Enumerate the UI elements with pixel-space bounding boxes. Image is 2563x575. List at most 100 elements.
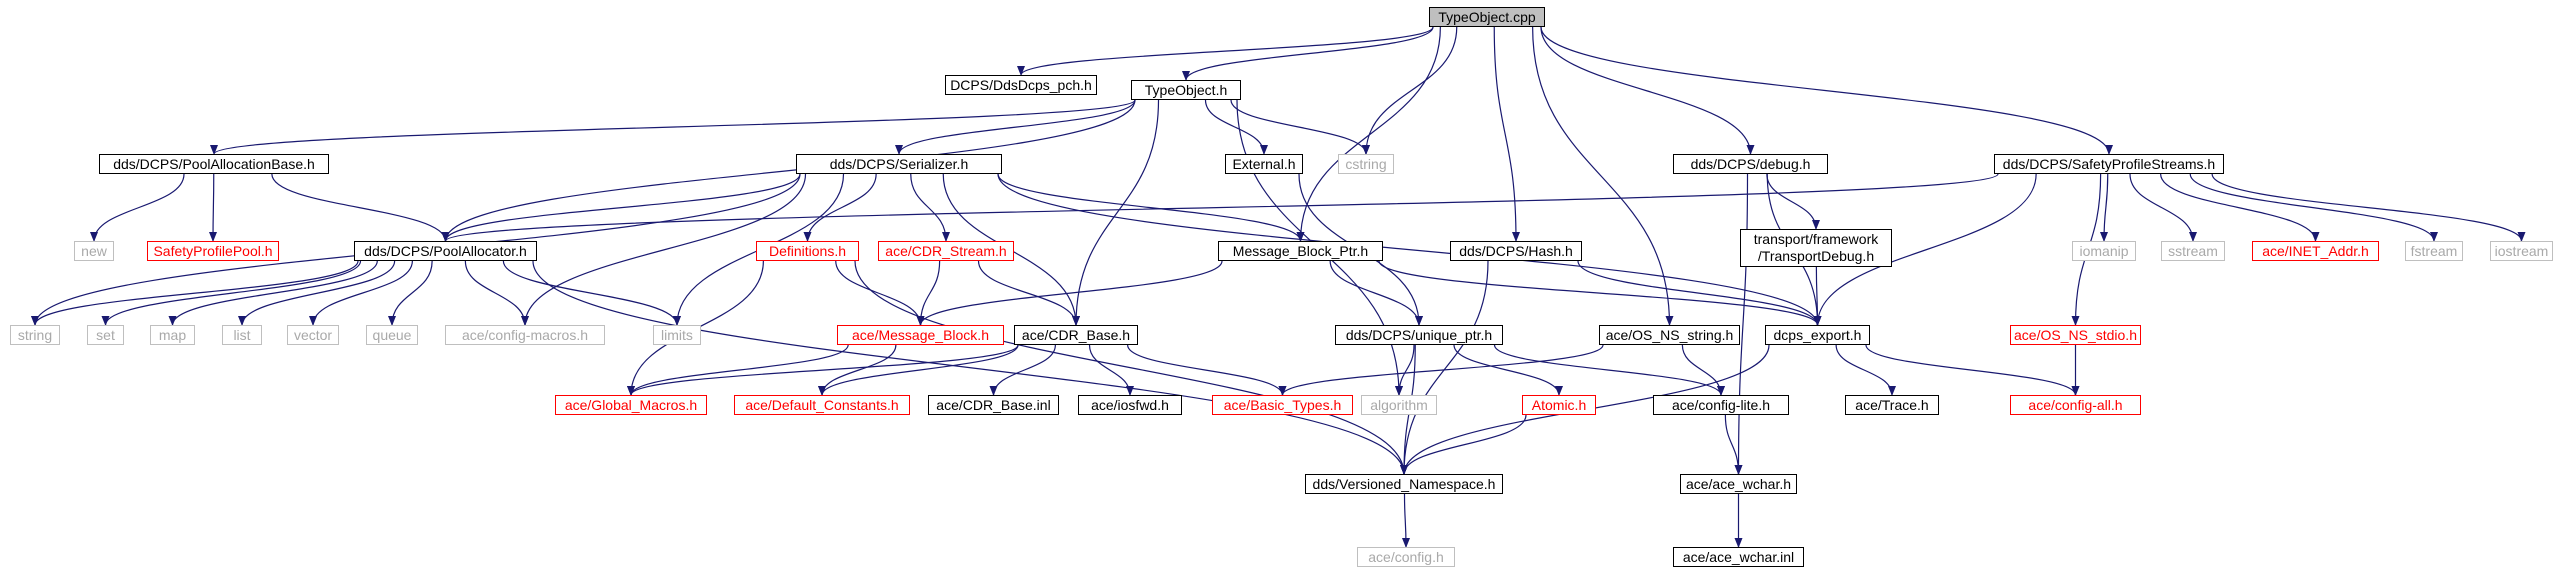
node-message-block-ptr[interactable]: Message_Block_Ptr.h	[1218, 241, 1383, 261]
node-global-macros[interactable]: ace/Global_Macros.h	[555, 395, 707, 415]
edge-safetyprofilestreams-to-dcps-export	[1813, 173, 2037, 326]
node-safetyprofilestreams[interactable]: dds/DCPS/SafetyProfileStreams.h	[1994, 154, 2224, 174]
node-config-macros: ace/config-macros.h	[445, 325, 605, 345]
edge-safetyprofilestreams-to-fstream	[2189, 173, 2438, 242]
edge-typeobject-cpp-to-safetyprofilestreams	[1540, 26, 2113, 155]
edge-poolallocator-to-limits	[502, 260, 681, 326]
node-transportdebug[interactable]: transport/framework/TransportDebug.h	[1740, 229, 1892, 267]
node-typeobject-cpp[interactable]: TypeObject.cpp	[1429, 7, 1545, 27]
node-serializer[interactable]: dds/DCPS/Serializer.h	[796, 154, 1002, 174]
node-list: list	[222, 325, 262, 345]
node-config-all[interactable]: ace/config-all.h	[2010, 395, 2141, 415]
edge-typeobject-h-to-external	[1204, 99, 1268, 155]
edge-safetyprofilestreams-to-sstream	[2129, 173, 2197, 242]
node-label-line: /TransportDebug.h	[1757, 248, 1875, 264]
edge-typeobject-cpp-to-os-ns-string	[1532, 26, 1674, 326]
edge-cdr-base-to-global-macros	[627, 344, 1019, 396]
edge-message-block-to-global-macros	[627, 344, 849, 396]
edge-poolallocator-to-set	[101, 260, 362, 326]
node-dcps-export[interactable]: dcps_export.h	[1765, 325, 1870, 345]
node-os-ns-stdio[interactable]: ace/OS_NS_stdio.h	[2010, 325, 2141, 345]
node-set: set	[87, 325, 124, 345]
edge-poolallocationbase-to-new	[90, 173, 185, 242]
node-trace[interactable]: ace/Trace.h	[1845, 395, 1939, 415]
edge-poolallocator-to-versioned-namespace	[532, 260, 1408, 475]
edge-poolallocator-to-map	[168, 260, 378, 326]
edge-serializer-to-cdr-stream	[910, 173, 950, 242]
node-fstream: fstream	[2405, 241, 2463, 261]
node-ace-wchar[interactable]: ace/ace_wchar.h	[1680, 474, 1797, 494]
node-iomanip: iomanip	[2072, 241, 2136, 261]
node-definitions[interactable]: Definitions.h	[756, 241, 859, 261]
edge-definitions-to-message-block	[835, 260, 925, 326]
edge-layer	[31, 26, 2526, 548]
edge-typeobject-cpp-to-cstring	[1362, 26, 1458, 155]
node-safetyprofilepool[interactable]: SafetyProfilePool.h	[147, 241, 279, 261]
edge-os-ns-string-to-basic-types	[1278, 344, 1604, 396]
edge-cdr-base-to-cdr-base-inl	[989, 344, 1056, 396]
edge-typeobject-cpp-to-typeobject-h	[1182, 26, 1434, 81]
node-poolallocator[interactable]: dds/DCPS/PoolAllocator.h	[354, 241, 537, 261]
node-basic-types[interactable]: ace/Basic_Types.h	[1212, 395, 1353, 415]
node-queue: queue	[366, 325, 418, 345]
node-config-lite[interactable]: ace/config-lite.h	[1653, 395, 1789, 415]
node-ddsdcps-pch[interactable]: DCPS/DdsDcps_pch.h	[945, 75, 1097, 95]
node-default-constants[interactable]: ace/Default_Constants.h	[734, 395, 910, 415]
edge-typeobject-h-to-poolallocator	[441, 99, 1136, 242]
edge-dcps-export-to-trace	[1835, 344, 1896, 396]
edge-typeobject-h-to-cstring	[1230, 99, 1370, 155]
edge-versioned-namespace-to-config-h	[1401, 493, 1410, 548]
edge-serializer-to-definitions	[803, 173, 877, 242]
node-unique-ptr[interactable]: dds/DCPS/unique_ptr.h	[1335, 325, 1503, 345]
node-cdr-stream[interactable]: ace/CDR_Stream.h	[878, 241, 1014, 261]
node-cdr-base-inl[interactable]: ace/CDR_Base.inl	[928, 395, 1059, 415]
edge-definitions-to-versioned-namespace	[854, 260, 1408, 475]
node-iosfwd[interactable]: ace/iosfwd.h	[1078, 395, 1182, 415]
node-config-h: ace/config.h	[1357, 547, 1455, 567]
node-hash[interactable]: dds/DCPS/Hash.h	[1450, 241, 1582, 261]
edge-message-block-ptr-to-message-block	[916, 260, 1223, 326]
edge-serializer-to-dcps-export	[997, 173, 1822, 326]
edge-safetyprofilestreams-to-poolallocator	[441, 173, 1999, 242]
edge-typeobject-cpp-to-hash	[1493, 26, 1520, 242]
node-cdr-base[interactable]: ace/CDR_Base.h	[1014, 325, 1138, 345]
edge-cdr-base-to-default-constants	[818, 344, 1019, 396]
node-typeobject-h[interactable]: TypeObject.h	[1131, 80, 1241, 100]
edge-message-block-ptr-to-unique-ptr	[1329, 260, 1423, 326]
node-message-block[interactable]: ace/Message_Block.h	[837, 325, 1004, 345]
node-inet-addr[interactable]: ace/INET_Addr.h	[2252, 241, 2379, 261]
edge-typeobject-h-to-poolallocationbase	[210, 99, 1136, 155]
edge-atomic-to-versioned-namespace	[1400, 414, 1527, 475]
edge-poolallocator-to-string	[31, 260, 359, 326]
node-ace-wchar-inl[interactable]: ace/ace_wchar.inl	[1673, 547, 1804, 567]
edge-safetyprofilestreams-to-inet-addr	[2160, 173, 2320, 242]
node-external[interactable]: External.h	[1225, 154, 1303, 174]
edge-poolallocationbase-to-poolallocator	[271, 173, 450, 242]
node-map: map	[150, 325, 195, 345]
node-versioned-namespace[interactable]: dds/Versioned_Namespace.h	[1305, 474, 1503, 494]
node-algorithm: algorithm	[1361, 395, 1437, 415]
edge-poolallocator-to-queue	[388, 260, 433, 326]
edge-poolallocationbase-to-safetyprofilepool	[209, 173, 218, 242]
edge-message-block-ptr-to-dcps-export	[1378, 260, 1822, 326]
node-iostream: iostream	[2490, 241, 2553, 261]
node-atomic[interactable]: Atomic.h	[1522, 395, 1596, 415]
edge-serializer-to-poolallocator	[441, 173, 801, 242]
edge-debug-to-ace-wchar	[1734, 173, 1749, 475]
edge-poolallocator-to-config-macros	[464, 260, 529, 326]
edge-transportdebug-to-dcps-export	[1813, 266, 1822, 326]
edge-hash-to-versioned-namespace	[1400, 260, 1489, 475]
edge-unique-ptr-to-atomic	[1453, 344, 1563, 396]
node-poolallocationbase[interactable]: dds/DCPS/PoolAllocationBase.h	[99, 154, 329, 174]
edge-config-lite-to-ace-wchar	[1724, 414, 1743, 475]
node-debug[interactable]: dds/DCPS/debug.h	[1673, 154, 1828, 174]
edge-debug-to-transportdebug	[1766, 173, 1820, 230]
node-new: new	[74, 241, 114, 261]
node-limits: limits	[653, 325, 701, 345]
edge-safetyprofilestreams-to-iomanip	[2100, 173, 2109, 242]
edge-cdr-base-to-basic-types	[1127, 344, 1287, 396]
edge-dcps-export-to-config-all	[1865, 344, 2080, 396]
edge-cdr-base-to-iosfwd	[1088, 344, 1134, 396]
node-os-ns-string[interactable]: ace/OS_NS_string.h	[1599, 325, 1740, 345]
